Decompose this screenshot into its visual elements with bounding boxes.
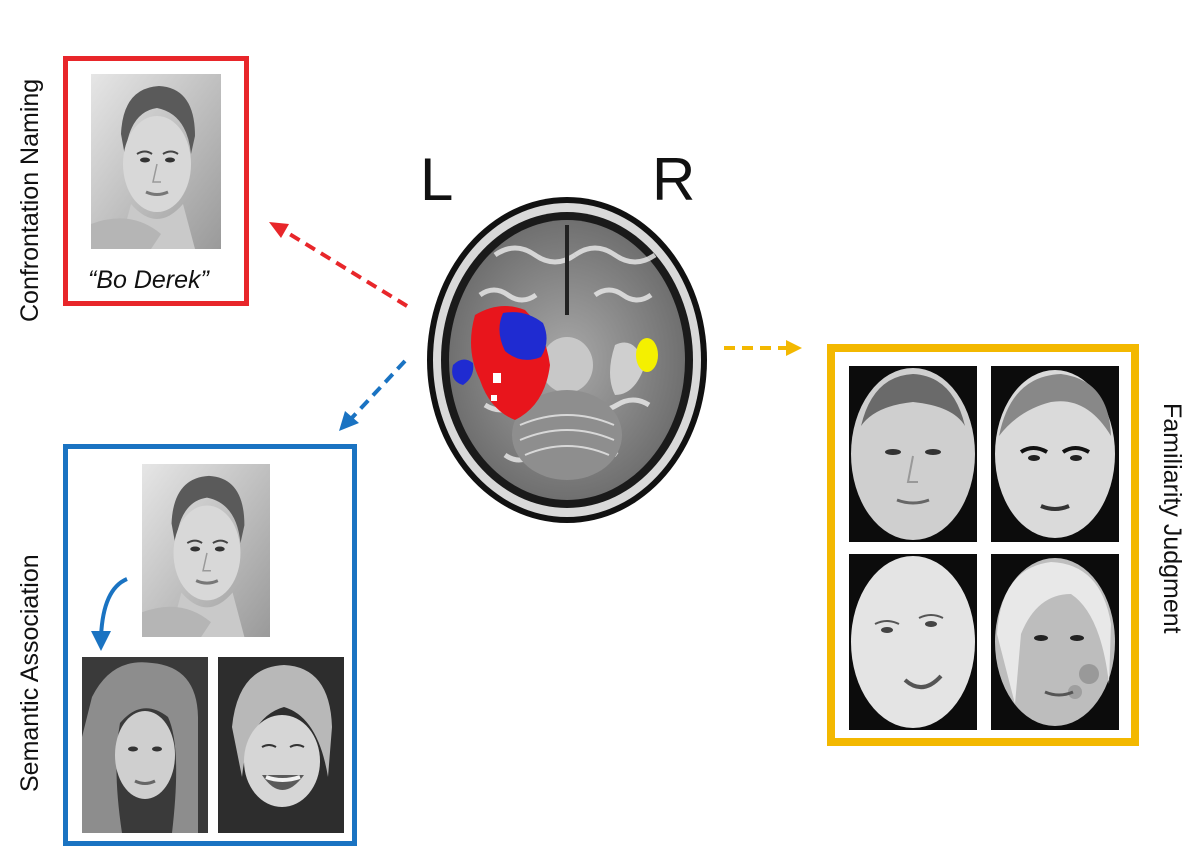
familiarity-judgment-panel — [827, 344, 1139, 746]
arrow-to-naming — [269, 222, 409, 308]
semantic-association-panel — [63, 444, 357, 846]
right-hemisphere-label: R — [652, 146, 696, 213]
celebrity-face-photo — [142, 464, 270, 637]
unfamiliar-face-oval — [991, 554, 1119, 730]
arrow-to-semantic — [339, 359, 407, 431]
confrontation-naming-panel: “Bo Derek” — [63, 56, 249, 306]
arrow-to-familiarity — [724, 340, 802, 356]
naming-caption: “Bo Derek” — [88, 266, 209, 294]
curved-arrow-icon — [91, 577, 128, 651]
semantic-association-label: Semantic Association — [16, 554, 44, 792]
celebrity-face-photo — [91, 74, 221, 249]
celebrity-face-oval — [849, 366, 977, 542]
familiarity-judgment-label: Familiarity Judgment — [1158, 403, 1186, 634]
brain-mri-slice — [427, 197, 707, 523]
left-hemisphere-label: L — [420, 146, 454, 213]
confrontation-naming-label: Confrontation Naming — [16, 78, 44, 322]
unfamiliar-face-oval — [849, 554, 977, 730]
associated-face-photo — [218, 657, 344, 833]
associated-face-photo — [82, 657, 208, 833]
unfamiliar-face-oval — [991, 366, 1119, 542]
